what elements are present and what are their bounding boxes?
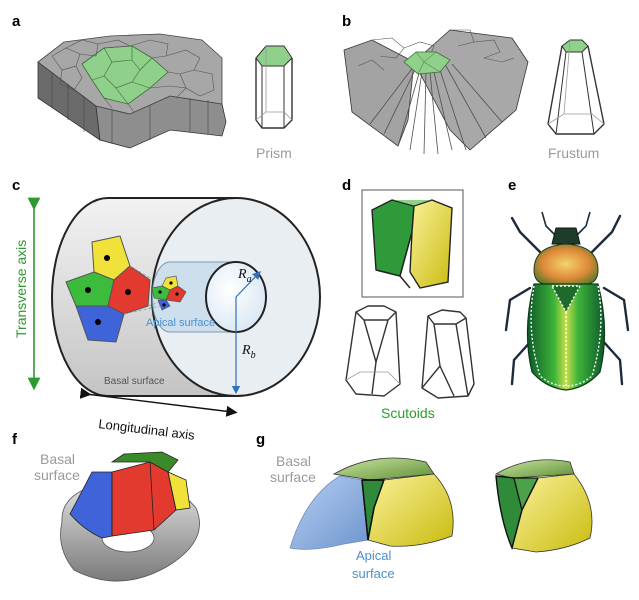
longitudinal-axis-label: Longitudinal axis [98,416,196,443]
g-apical-label-line1: Apical [356,548,392,563]
scutoid-pair-isolated [494,459,593,553]
scutoid-3d-pair [371,199,453,289]
scutoid-outline-left [345,305,401,397]
panel-c-label: c [12,177,20,194]
panel-b: b [342,13,605,161]
apical-cells [151,275,187,311]
panel-f-label: f [12,431,18,448]
transverse-axis-label: Transverse axis [13,240,29,338]
apical-surface-label: Apical surface [146,317,215,329]
panel-g: g Basal surface Apical surface [256,431,593,581]
frustum-shape [547,39,605,135]
f-basal-label-line1: Basal [40,451,75,467]
panel-c: c Transverse axis [12,177,321,443]
panel-b-label: b [342,13,351,30]
scutoid-outline-right [421,309,475,399]
f-basal-label-line2: surface [34,467,80,483]
panel-d-label: d [342,177,351,194]
basal-cells [65,235,167,343]
panel-f: f Basal surface [12,431,200,582]
panel-a-label: a [12,13,21,30]
tube-cross-section [60,451,200,582]
prism-caption: Prism [256,145,292,161]
frustum-tissue-block [343,29,529,155]
frustum-caption: Frustum [548,145,599,161]
beetle-image [504,211,630,391]
scutoid-pair-in-tissue [289,457,454,550]
prism-tissue-block [37,33,227,149]
radius-apical-arrow [235,270,261,298]
basal-surface-label: Basal surface [104,376,165,387]
panel-e: e [504,177,630,391]
prism-shape [255,45,293,129]
panel-g-label: g [256,431,265,448]
panel-a: a [12,13,293,161]
longitudinal-axis-arrow [79,387,238,417]
scutoids-caption: Scutoids [381,405,435,421]
g-basal-label-line1: Basal [276,453,311,469]
panel-e-label: e [508,177,516,194]
g-apical-label-line2: surface [352,566,395,581]
g-basal-label-line2: surface [270,469,316,485]
panel-d: d Scutoids [342,177,475,421]
